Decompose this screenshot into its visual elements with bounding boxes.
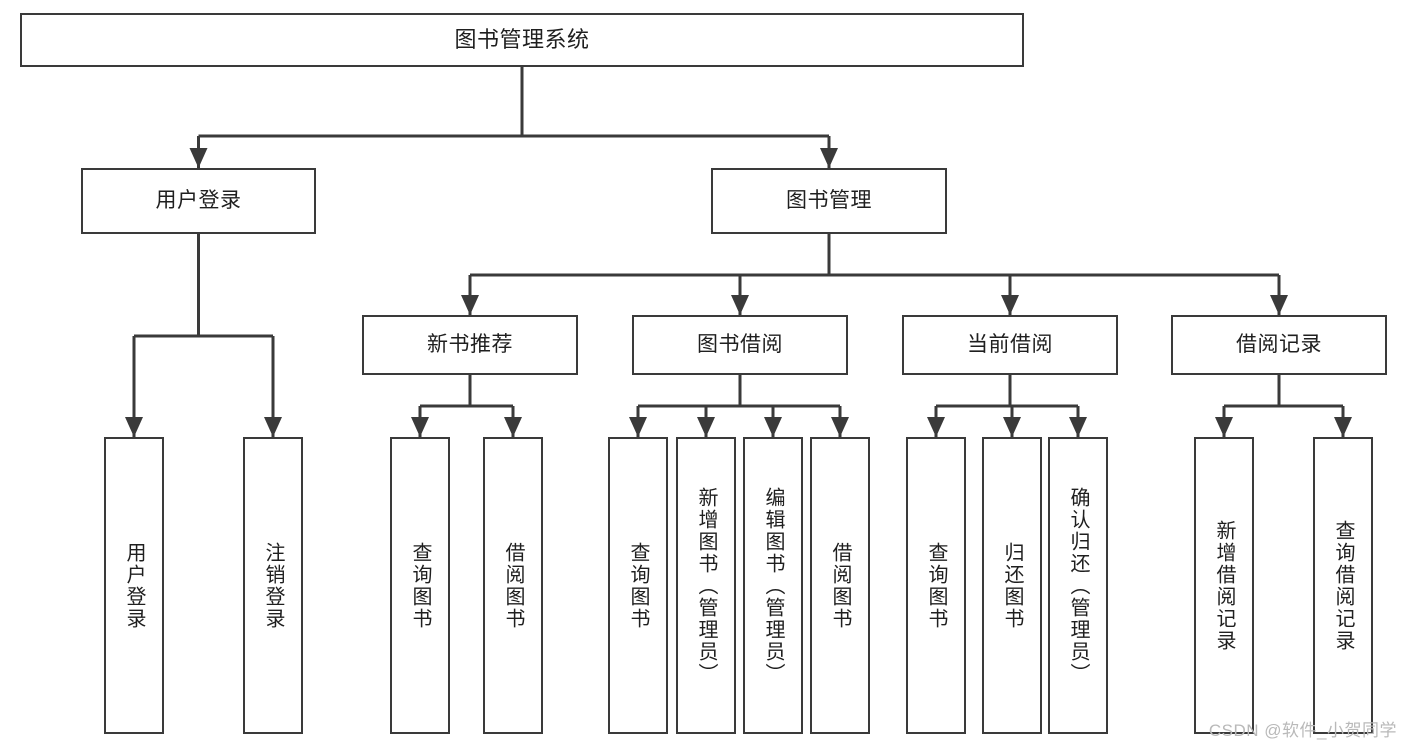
- arrow-head: [697, 417, 715, 437]
- node-leaf-leaf_query_record[interactable]: 查询借阅记录: [1313, 437, 1373, 734]
- node-l3-new_book_rec[interactable]: 新书推荐: [362, 315, 578, 375]
- node-l3-borrow_record[interactable]: 借阅记录: [1171, 315, 1387, 375]
- arrow-head: [189, 148, 208, 168]
- node-leaf-leaf_borrow_book_1[interactable]: 借阅图书: [483, 437, 543, 734]
- node-label: 用户登录: [123, 541, 145, 630]
- node-leaf-leaf_user_login[interactable]: 用户登录: [104, 437, 164, 734]
- node-label: 新增图书（管理员）: [695, 486, 717, 685]
- arrow-head: [764, 417, 782, 437]
- node-label: 查询图书: [925, 541, 947, 630]
- node-label: 图书借阅: [697, 332, 783, 356]
- node-leaf-leaf_add_record[interactable]: 新增借阅记录: [1194, 437, 1254, 734]
- node-leaf-leaf_query_book_3[interactable]: 查询图书: [906, 437, 966, 734]
- arrow-head: [504, 417, 522, 437]
- node-leaf-leaf_logout[interactable]: 注销登录: [243, 437, 303, 734]
- node-leaf-leaf_borrow_book_2[interactable]: 借阅图书: [810, 437, 870, 734]
- arrow-head: [1270, 295, 1288, 315]
- node-label: 借阅记录: [1236, 332, 1322, 356]
- watermark: CSDN @软件_小贺同学: [1208, 721, 1397, 740]
- node-label: 图书管理: [786, 188, 872, 212]
- arrow-head: [264, 417, 282, 437]
- node-label: 归还图书: [1001, 541, 1023, 630]
- arrow-head: [1069, 417, 1087, 437]
- node-l2-user_login[interactable]: 用户登录: [81, 168, 316, 234]
- node-leaf-leaf_confirm_return[interactable]: 确认归还（管理员）: [1048, 437, 1108, 734]
- node-l2-book_manage[interactable]: 图书管理: [711, 168, 947, 234]
- node-label: 当前借阅: [967, 332, 1053, 356]
- arrow-head: [411, 417, 429, 437]
- node-leaf-leaf_query_book_2[interactable]: 查询图书: [608, 437, 668, 734]
- node-l3-book_borrow[interactable]: 图书借阅: [632, 315, 848, 375]
- arrow-head: [831, 417, 849, 437]
- arrow-head: [461, 295, 479, 315]
- arrow-head: [1003, 417, 1021, 437]
- arrow-head: [731, 295, 749, 315]
- node-label: 确认归还（管理员）: [1067, 486, 1089, 685]
- node-leaf-leaf_edit_book[interactable]: 编辑图书（管理员）: [743, 437, 803, 734]
- node-label: 用户登录: [155, 188, 242, 212]
- arrow-head: [1001, 295, 1019, 315]
- node-leaf-leaf_add_book[interactable]: 新增图书（管理员）: [676, 437, 736, 734]
- node-label: 编辑图书（管理员）: [762, 486, 784, 685]
- node-root-root[interactable]: 图书管理系统: [20, 13, 1024, 67]
- node-label: 图书管理系统: [454, 27, 590, 53]
- node-label: 新增借阅记录: [1213, 519, 1235, 652]
- node-l3-current_borrow[interactable]: 当前借阅: [902, 315, 1118, 375]
- node-label: 注销登录: [262, 541, 284, 630]
- node-leaf-leaf_return_book[interactable]: 归还图书: [982, 437, 1042, 734]
- arrow-head: [1215, 417, 1233, 437]
- arrow-head: [927, 417, 945, 437]
- arrow-head: [1334, 417, 1352, 437]
- arrow-head: [820, 148, 838, 168]
- node-label: 查询图书: [409, 541, 431, 630]
- node-label: 查询借阅记录: [1332, 519, 1354, 652]
- node-label: 借阅图书: [502, 541, 524, 630]
- arrow-head: [125, 417, 143, 437]
- node-leaf-leaf_query_book_1[interactable]: 查询图书: [390, 437, 450, 734]
- node-label: 新书推荐: [427, 332, 513, 356]
- arrow-head: [629, 417, 647, 437]
- node-label: 借阅图书: [829, 541, 851, 630]
- node-label: 查询图书: [627, 541, 649, 630]
